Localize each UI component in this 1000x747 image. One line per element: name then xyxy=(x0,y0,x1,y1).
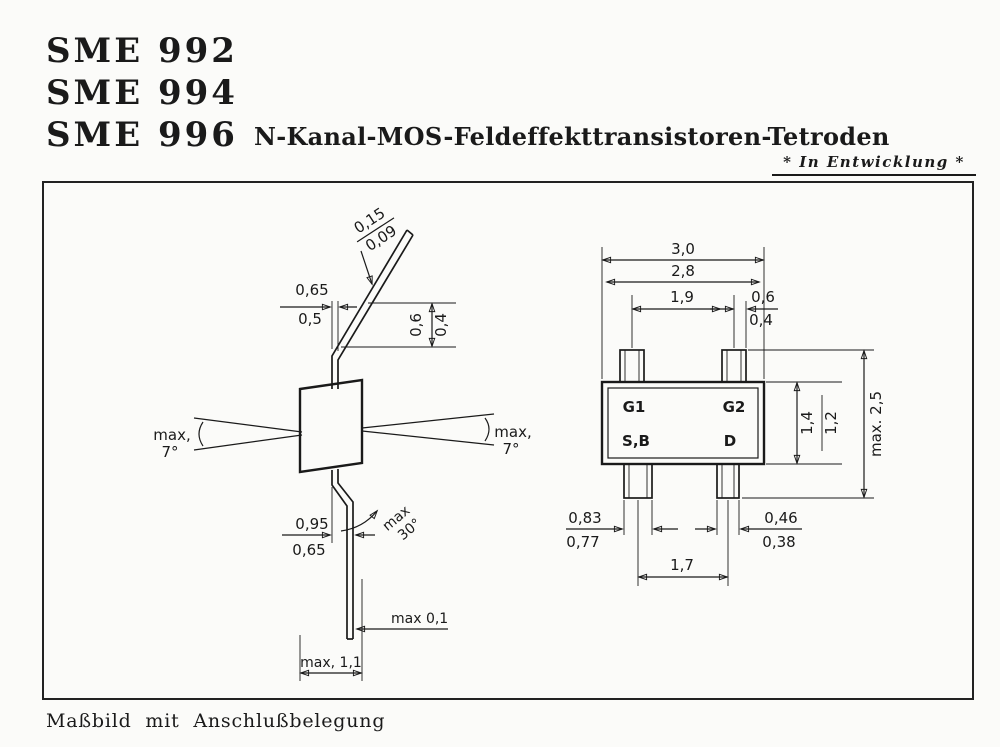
package-body-top xyxy=(600,380,766,466)
model-list: SME 992 SME 994 SME 996 xyxy=(46,30,238,156)
dim-gate-pin-width: 0,6 0,4 xyxy=(710,288,778,348)
angle-right-value: 7° xyxy=(502,440,519,458)
dim-top-lead-width: 0,65 0,5 xyxy=(280,281,357,351)
dim-standoff: max 0,1 xyxy=(355,611,448,633)
body-depth-min: 1,2 xyxy=(822,411,840,435)
pin-label-d: D xyxy=(724,432,736,450)
angle-right-label: max, xyxy=(494,423,531,441)
side-view-drawing: 0,15 0,09 0,65 0,5 0,6 0,4 max, xyxy=(153,204,532,681)
drain-pin-width-max: 0,46 xyxy=(764,509,797,527)
dim-gate-pin-pitch: 1,9 xyxy=(631,288,735,348)
shoulder-height-min: 0,4 xyxy=(432,313,450,337)
package-body-side xyxy=(298,378,364,474)
foot-width-max: 0,95 xyxy=(295,515,328,533)
top-view-drawing: G1 G2 S,B D 3,0 2,8 1,9 0,6 0,4 xyxy=(566,240,885,586)
model-sme-992: SME 992 xyxy=(46,31,238,71)
bottom-pin-pitch-value: 1,7 xyxy=(670,556,694,574)
bottom-pins xyxy=(623,463,740,499)
page-title: N-Kanal-MOS-Feldeffekttransistoren-Tetro… xyxy=(254,122,890,151)
dim-foot-width: 0,95 0,65 xyxy=(282,487,375,559)
body-width-min: 2,8 xyxy=(671,262,695,280)
dim-body-thickness: max, 1,1 xyxy=(299,579,363,681)
dim-lead-angle-left: max, 7° xyxy=(153,417,303,461)
dim-body-depth: 1,4 1,2 xyxy=(766,381,842,465)
standoff-value: max 0,1 xyxy=(391,611,448,627)
dim-overall-depth: max. 2,5 xyxy=(742,349,885,499)
lead-width-min: 0,5 xyxy=(298,310,322,328)
angle-left-value: 7° xyxy=(161,443,178,461)
overall-depth-value: max. 2,5 xyxy=(867,391,885,457)
dimension-drawing: 0,15 0,09 0,65 0,5 0,6 0,4 max, xyxy=(153,204,885,681)
development-note: * In Entwicklung * xyxy=(772,153,976,176)
foot-width-min: 0,65 xyxy=(292,541,325,559)
pin-label-sb: S,B xyxy=(622,432,650,450)
body-depth-max: 1,4 xyxy=(798,411,816,435)
dim-body-width: 3,0 2,8 xyxy=(601,240,765,379)
body-thickness-value: max, 1,1 xyxy=(300,655,362,671)
pin-label-g1: G1 xyxy=(623,398,646,416)
dim-bottom-pin-pitch: 1,7 xyxy=(637,500,729,586)
source-pin-width-min: 0,77 xyxy=(566,533,599,551)
dim-lead-angle-right: max, 7° xyxy=(361,413,532,458)
lead-width-max: 0,65 xyxy=(295,281,328,299)
drain-pin-width-min: 0,38 xyxy=(762,533,795,551)
shoulder-height-max: 0,6 xyxy=(407,313,425,337)
bottom-lead xyxy=(331,469,354,640)
model-sme-994: SME 994 xyxy=(46,73,238,113)
body-width-max: 3,0 xyxy=(671,240,695,258)
source-pin-width-max: 0,83 xyxy=(568,509,601,527)
angle-left-label: max, xyxy=(153,426,190,444)
dim-shoulder-height: 0,6 0,4 xyxy=(341,302,456,348)
gate-pin-pitch-value: 1,9 xyxy=(670,288,694,306)
pin-label-g2: G2 xyxy=(723,398,746,416)
dim-lead-thickness: 0,15 0,09 xyxy=(351,204,400,286)
dim-source-pin-width: 0,83 0,77 xyxy=(566,500,678,551)
figure-caption: Maßbild mit Anschlußbelegung xyxy=(46,710,386,732)
top-lead xyxy=(331,229,414,389)
top-pins xyxy=(619,349,747,383)
gate-pin-width-min: 0,4 xyxy=(749,311,773,329)
model-sme-996: SME 996 xyxy=(46,115,238,155)
gate-pin-width-max: 0,6 xyxy=(751,288,775,306)
dimension-drawing-frame: 0,15 0,09 0,65 0,5 0,6 0,4 max, xyxy=(42,181,974,700)
dim-drain-pin-width: 0,46 0,38 xyxy=(695,500,802,551)
